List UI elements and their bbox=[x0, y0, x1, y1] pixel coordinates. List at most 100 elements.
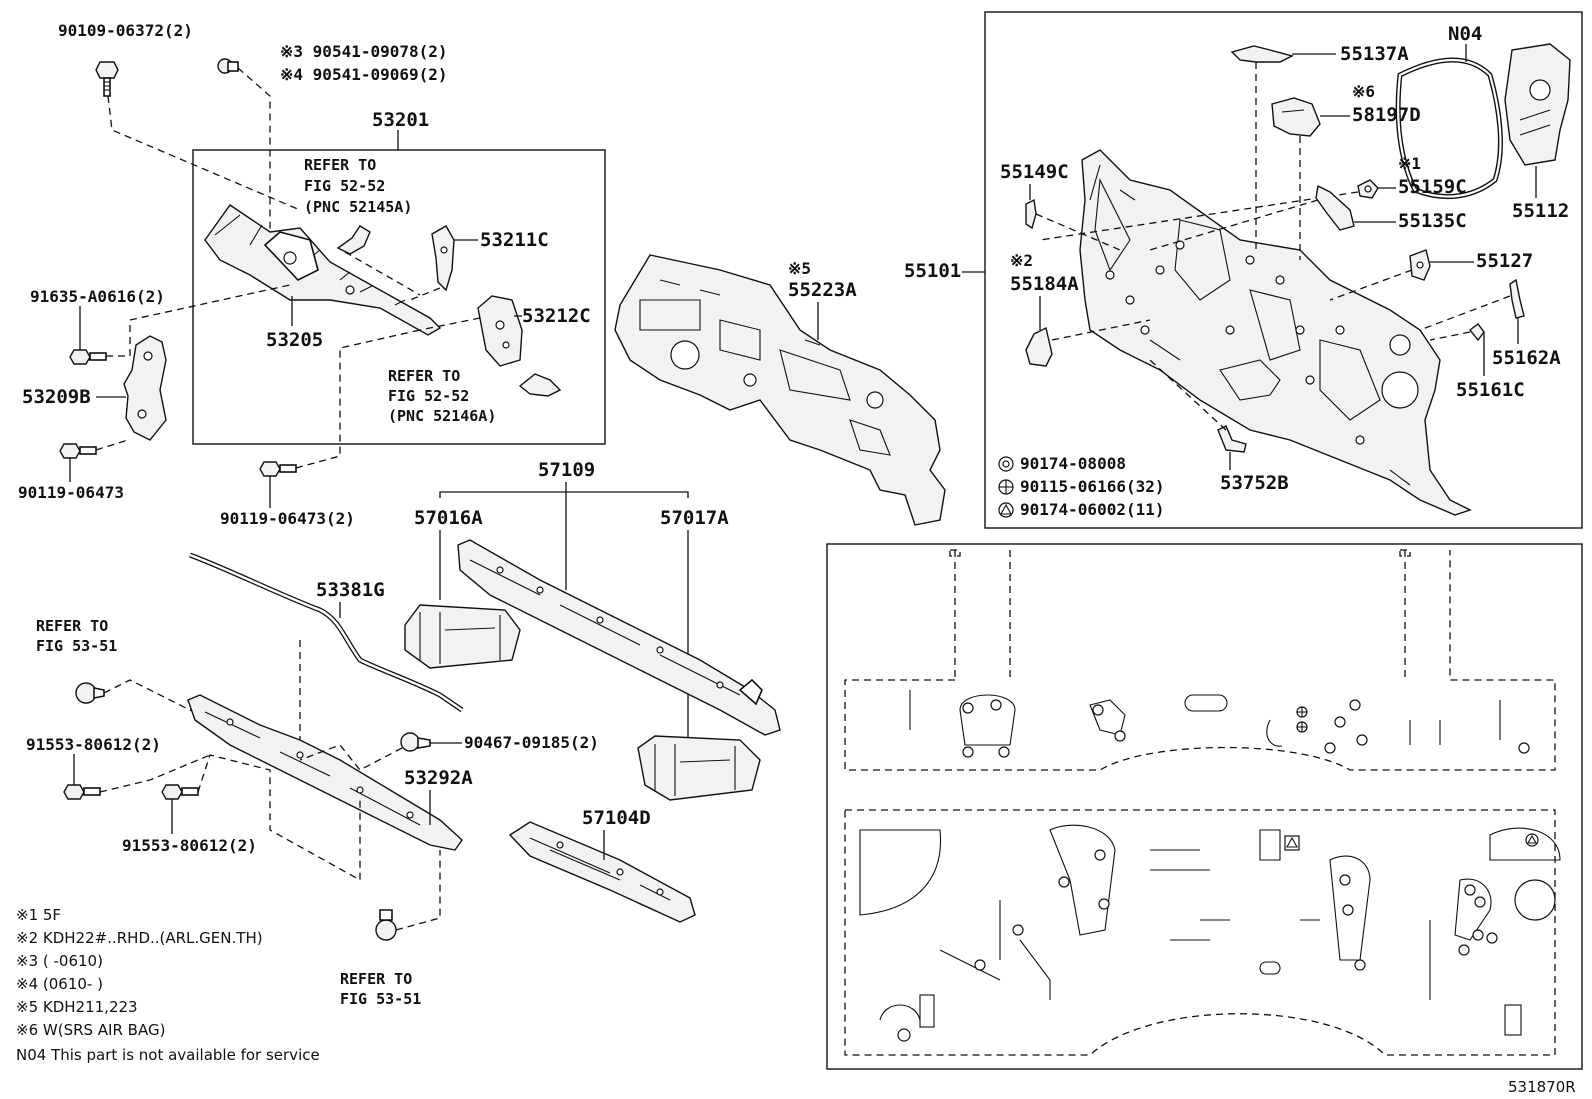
callout-57109: 57109 bbox=[538, 459, 595, 481]
part-55149c bbox=[1025, 198, 1037, 230]
refer-to-line8: FIG 53-51 bbox=[36, 637, 117, 655]
triangle-symbol-icon bbox=[998, 502, 1014, 518]
note-1: ※1 5F bbox=[16, 906, 61, 924]
part-53752b bbox=[1217, 425, 1247, 453]
circle-plus-symbol-icon bbox=[1296, 721, 1308, 733]
part-ref-52145a bbox=[336, 225, 371, 255]
clip-icon bbox=[375, 909, 397, 941]
part-53212c bbox=[477, 295, 523, 367]
part-55161c bbox=[1469, 323, 1485, 342]
callout-91553-80612-a: 91553-80612(2) bbox=[26, 735, 161, 754]
callout-53209b: 53209B bbox=[22, 386, 91, 408]
callout-53752b: 53752B bbox=[1220, 472, 1289, 494]
refer-to-line4: REFER TO bbox=[388, 367, 460, 385]
part-55162a bbox=[1509, 278, 1525, 319]
part-53209b bbox=[123, 335, 167, 441]
part-58197d bbox=[1271, 97, 1321, 137]
refer-to-line5: FIG 52-52 bbox=[388, 387, 469, 405]
callout-90109-06372: 90109-06372(2) bbox=[58, 21, 193, 40]
callout-53211c: 53211C bbox=[480, 229, 549, 251]
refer-to-line1: REFER TO bbox=[304, 156, 376, 174]
callout-58197d-note: ※6 bbox=[1352, 82, 1375, 101]
part-55137a bbox=[1230, 45, 1294, 63]
callout-91635-a0616: 91635-A0616(2) bbox=[30, 287, 165, 306]
part-55135c bbox=[1315, 184, 1355, 231]
callout-53212c: 53212C bbox=[522, 305, 591, 327]
callout-55161c: 55161C bbox=[1456, 379, 1525, 401]
assembly-box-55101 bbox=[984, 11, 1583, 529]
part-57104d bbox=[508, 821, 696, 923]
assembly-box-53201 bbox=[192, 149, 606, 445]
callout-91553-80612-b: 91553-80612(2) bbox=[122, 836, 257, 855]
part-55184a bbox=[1025, 326, 1053, 367]
part-57016a bbox=[404, 604, 521, 669]
callout-55184a: 55184A bbox=[1010, 273, 1079, 295]
fastener-legend-2: 90115-06166(32) bbox=[1020, 477, 1165, 496]
callout-55223a: 55223A bbox=[788, 279, 857, 301]
refer-to-line7: REFER TO bbox=[36, 617, 108, 635]
diagram-id: 531870R bbox=[1508, 1078, 1576, 1096]
bolt-icon bbox=[63, 784, 101, 800]
note-5: ※5 KDH211,223 bbox=[16, 998, 138, 1016]
callout-53205: 53205 bbox=[266, 329, 323, 351]
callout-55162a: 55162A bbox=[1492, 347, 1561, 369]
part-53292a-cowl bbox=[187, 694, 463, 851]
callout-90119-06473-2: 90119-06473(2) bbox=[220, 509, 355, 528]
fastener-legend-3: 90174-06002(11) bbox=[1020, 500, 1165, 519]
note-4: ※4 (0610- ) bbox=[16, 975, 103, 993]
part-55159c bbox=[1357, 179, 1379, 199]
refer-to-line10: FIG 53-51 bbox=[340, 990, 421, 1008]
callout-55159c-note: ※1 bbox=[1398, 154, 1421, 173]
note-6: ※6 W(SRS AIR BAG) bbox=[16, 1021, 165, 1039]
callout-90119-06473: 90119-06473 bbox=[18, 483, 124, 502]
circle-plus-symbol-icon bbox=[998, 479, 1014, 495]
part-57017a bbox=[637, 735, 761, 801]
bolt-icon bbox=[259, 461, 297, 477]
callout-57016a: 57016A bbox=[414, 507, 483, 529]
callout-55112: 55112 bbox=[1512, 200, 1569, 222]
triangle-symbol-icon bbox=[1525, 833, 1539, 847]
callout-55127: 55127 bbox=[1476, 250, 1533, 272]
callout-58197d: 58197D bbox=[1352, 104, 1421, 126]
part-55127 bbox=[1409, 249, 1431, 281]
part-55223a-insulator bbox=[614, 254, 946, 526]
refer-to-line3: (PNC 52145A) bbox=[304, 198, 412, 216]
bolt-icon bbox=[95, 61, 119, 97]
callout-90467-09185: 90467-09185(2) bbox=[464, 733, 599, 752]
callout-90541-09078: ※3 90541-09078(2) bbox=[280, 42, 448, 61]
callout-57017a: 57017A bbox=[660, 507, 729, 529]
callout-55135c: 55135C bbox=[1398, 210, 1467, 232]
fastener-legend-1: 90174-08008 bbox=[1020, 454, 1126, 473]
note-3: ※3 ( -0610) bbox=[16, 952, 103, 970]
part-ref-52146a bbox=[518, 373, 562, 397]
nut-icon bbox=[217, 58, 239, 74]
note-7: N04 This part is not available for servi… bbox=[16, 1046, 320, 1064]
callout-55159c: 55159C bbox=[1398, 176, 1467, 198]
callout-55101: 55101 bbox=[904, 260, 961, 282]
callout-53381g: 53381G bbox=[316, 579, 385, 601]
callout-55137a: 55137A bbox=[1340, 43, 1409, 65]
callout-53292a: 53292A bbox=[404, 767, 473, 789]
triangle-symbol-icon bbox=[1286, 836, 1298, 848]
map-lower-panel bbox=[844, 809, 1561, 1056]
part-55112 bbox=[1504, 43, 1571, 166]
callout-55223a-note: ※5 bbox=[788, 259, 811, 278]
callout-55149c: 55149C bbox=[1000, 161, 1069, 183]
callout-90541-09069: ※4 90541-09069(2) bbox=[280, 65, 448, 84]
part-53211c bbox=[431, 225, 455, 292]
circle-symbol-icon bbox=[998, 456, 1014, 472]
fastener-location-map bbox=[826, 543, 1583, 1070]
bolt-icon bbox=[69, 349, 107, 365]
note-2: ※2 KDH22#..RHD..(ARL.GEN.TH) bbox=[16, 929, 263, 947]
refer-to-line9: REFER TO bbox=[340, 970, 412, 988]
clip-icon bbox=[400, 732, 431, 752]
clip-icon bbox=[75, 682, 105, 704]
part-53205-bracket bbox=[204, 204, 442, 336]
refer-to-line6: (PNC 52146A) bbox=[388, 407, 496, 425]
part-n04-seal bbox=[1395, 57, 1503, 200]
callout-n04: N04 bbox=[1448, 23, 1482, 45]
part-53381g-seal bbox=[189, 552, 464, 713]
bolt-icon bbox=[59, 443, 97, 459]
refer-to-line2: FIG 52-52 bbox=[304, 177, 385, 195]
